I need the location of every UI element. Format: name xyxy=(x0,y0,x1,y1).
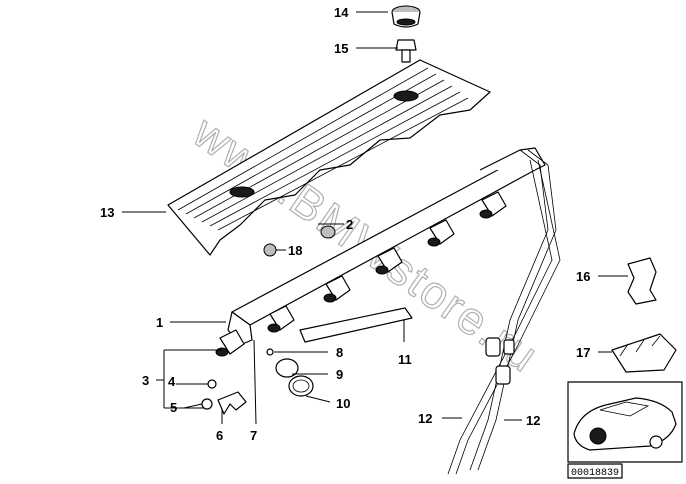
hose-part xyxy=(299,307,413,343)
callout-15: 15 xyxy=(334,41,348,56)
callout-10: 10 xyxy=(336,396,350,411)
o-ring-9-part xyxy=(275,358,299,378)
callout-6: 6 xyxy=(216,428,223,443)
callout-9: 9 xyxy=(336,367,343,382)
callouts: 14 15 13 2 18 1 3 4 5 6 7 8 9 10 11 12 1… xyxy=(100,5,590,443)
leader-lines xyxy=(122,11,628,425)
o-ring-small-part xyxy=(207,379,217,389)
callout-1: 1 xyxy=(156,315,163,330)
callout-5: 5 xyxy=(170,400,177,415)
callout-11: 11 xyxy=(398,352,412,367)
engine-location-marker xyxy=(589,427,607,445)
callout-8: 8 xyxy=(336,345,343,360)
callout-18: 18 xyxy=(288,243,302,258)
injectors-part xyxy=(215,191,507,357)
plug-part xyxy=(320,225,336,239)
clip-part xyxy=(217,391,247,415)
ring-10-part xyxy=(288,375,314,397)
callout-16: 16 xyxy=(576,269,590,284)
callout-12b: 12 xyxy=(526,413,540,428)
engine-cover-part xyxy=(167,59,491,256)
reference-code: 00018839 xyxy=(571,468,619,479)
bolt-part xyxy=(395,39,417,63)
callout-4: 4 xyxy=(168,374,176,389)
cap-part xyxy=(391,5,421,28)
clip-16-part xyxy=(627,257,657,305)
holder-17-part xyxy=(611,333,677,373)
callout-14: 14 xyxy=(334,5,349,20)
vehicle-locator-inset xyxy=(567,381,683,463)
callout-17: 17 xyxy=(576,345,590,360)
grommet-part xyxy=(263,243,277,257)
callout-2: 2 xyxy=(346,217,353,232)
callout-12a: 12 xyxy=(418,411,432,426)
fuel-lines-part xyxy=(447,149,561,475)
callout-3: 3 xyxy=(142,373,149,388)
callout-13: 13 xyxy=(100,205,114,220)
callout-7: 7 xyxy=(250,428,257,443)
o-ring-8-part xyxy=(266,348,274,356)
